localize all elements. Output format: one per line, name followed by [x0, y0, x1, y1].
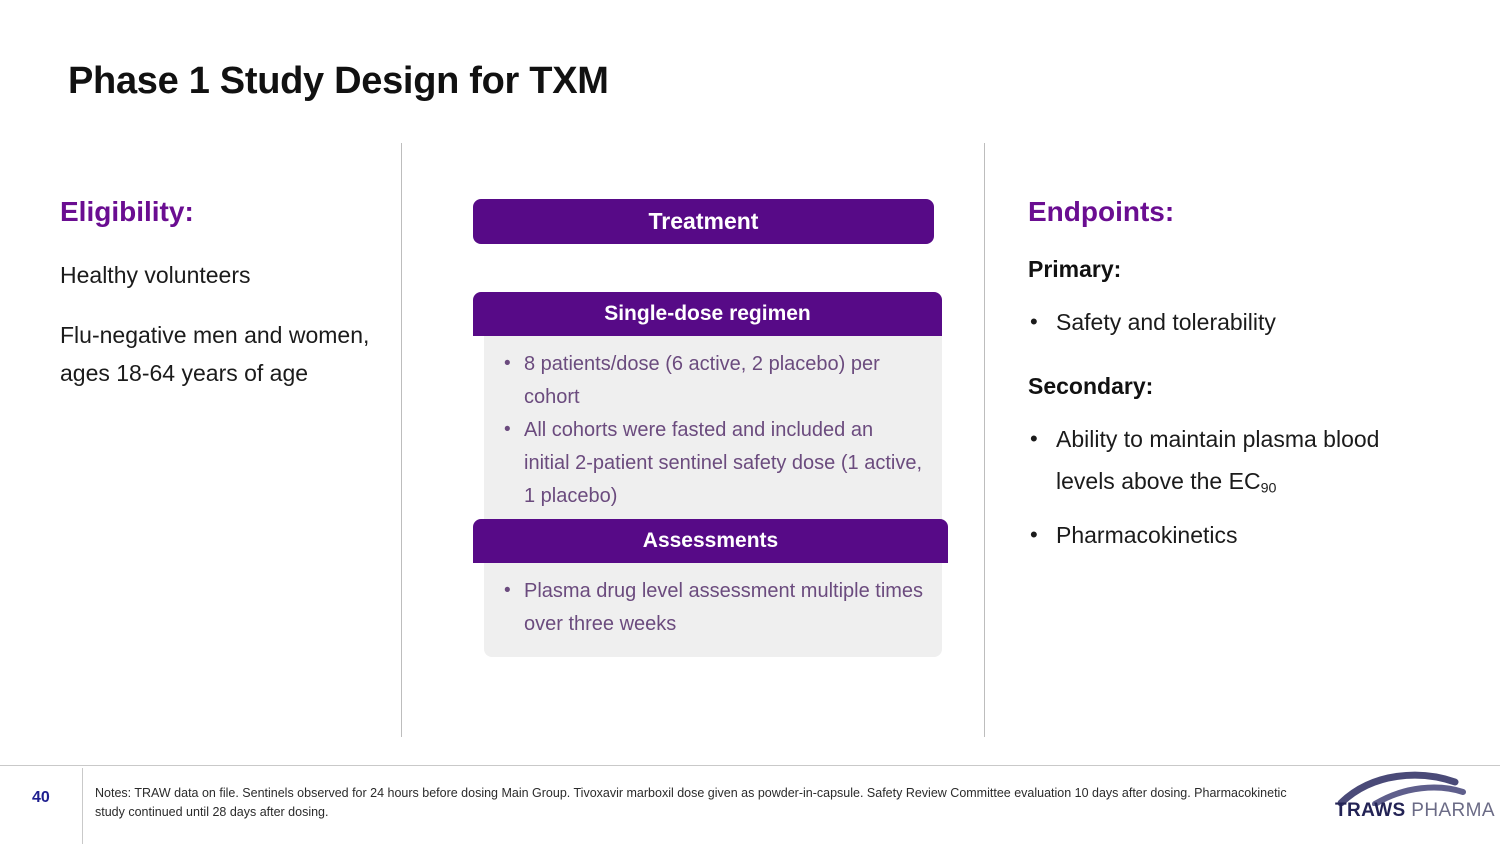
- page-title: Phase 1 Study Design for TXM: [68, 60, 609, 102]
- list-item: All cohorts were fasted and included an …: [494, 413, 924, 513]
- primary-endpoints-label: Primary:: [1028, 256, 1122, 282]
- logo-swoosh-icon: [1337, 771, 1466, 806]
- single-dose-regimen-header: Single-dose regimen: [473, 292, 942, 336]
- assessments-panel: Assessments Plasma drug level assessment…: [473, 519, 948, 657]
- assessments-header: Assessments: [473, 519, 948, 563]
- single-dose-regimen-bullet-list: 8 patients/dose (6 active, 2 placebo) pe…: [494, 347, 924, 513]
- secondary-bullet-1-subscript: 90: [1260, 480, 1277, 497]
- list-item: Plasma drug level assessment multiple ti…: [494, 574, 924, 641]
- column-divider-left: [401, 143, 402, 737]
- single-dose-regimen-label: Single-dose regimen: [604, 302, 811, 325]
- list-item: Pharmacokinetics: [1028, 514, 1428, 556]
- secondary-bullet-1-text: Ability to maintain plasma blood levels …: [1056, 426, 1380, 494]
- treatment-header-bar: Treatment: [473, 199, 934, 244]
- page-number: 40: [32, 789, 50, 806]
- endpoints-heading: Endpoints:: [1028, 196, 1175, 227]
- endpoints-column: Endpoints: Primary: Safety and tolerabil…: [1028, 196, 1428, 562]
- secondary-endpoints-label: Secondary:: [1028, 373, 1154, 399]
- secondary-endpoints-list: Ability to maintain plasma blood levels …: [1028, 418, 1428, 556]
- secondary-bullet-2-text: Pharmacokinetics: [1056, 521, 1238, 548]
- treatment-header-label: Treatment: [648, 208, 759, 234]
- single-dose-regimen-panel: Single-dose regimen 8 patients/dose (6 a…: [473, 292, 942, 529]
- assessments-label: Assessments: [642, 529, 779, 552]
- logo-name-light: PHARMA: [1405, 800, 1495, 821]
- logo-wordmark: TRAWS PHARMA: [1335, 800, 1495, 822]
- column-divider-right: [984, 143, 985, 737]
- assessments-bullet-list: Plasma drug level assessment multiple ti…: [494, 574, 924, 641]
- list-item: Safety and tolerability: [1028, 301, 1428, 343]
- single-dose-regimen-body: 8 patients/dose (6 active, 2 placebo) pe…: [484, 336, 942, 529]
- list-item: Ability to maintain plasma blood levels …: [1028, 418, 1428, 510]
- traws-pharma-logo: TRAWS PHARMA: [1335, 770, 1495, 832]
- footer-divider: [0, 765, 1500, 766]
- eligibility-paragraph-2: Flu-negative men and women, ages 18-64 y…: [60, 322, 370, 386]
- eligibility-column: Eligibility: Healthy volunteers Flu-nega…: [60, 196, 390, 414]
- assessments-body: Plasma drug level assessment multiple ti…: [484, 563, 942, 657]
- primary-endpoints-list: Safety and tolerability: [1028, 301, 1428, 343]
- eligibility-heading: Eligibility:: [60, 196, 194, 227]
- logo-name-bold: TRAWS: [1335, 800, 1406, 821]
- footer-vertical-divider: [82, 768, 83, 844]
- list-item: 8 patients/dose (6 active, 2 placebo) pe…: [494, 347, 924, 414]
- footer-notes: Notes: TRAW data on file. Sentinels obse…: [95, 786, 1287, 819]
- eligibility-paragraph-1: Healthy volunteers: [60, 262, 251, 288]
